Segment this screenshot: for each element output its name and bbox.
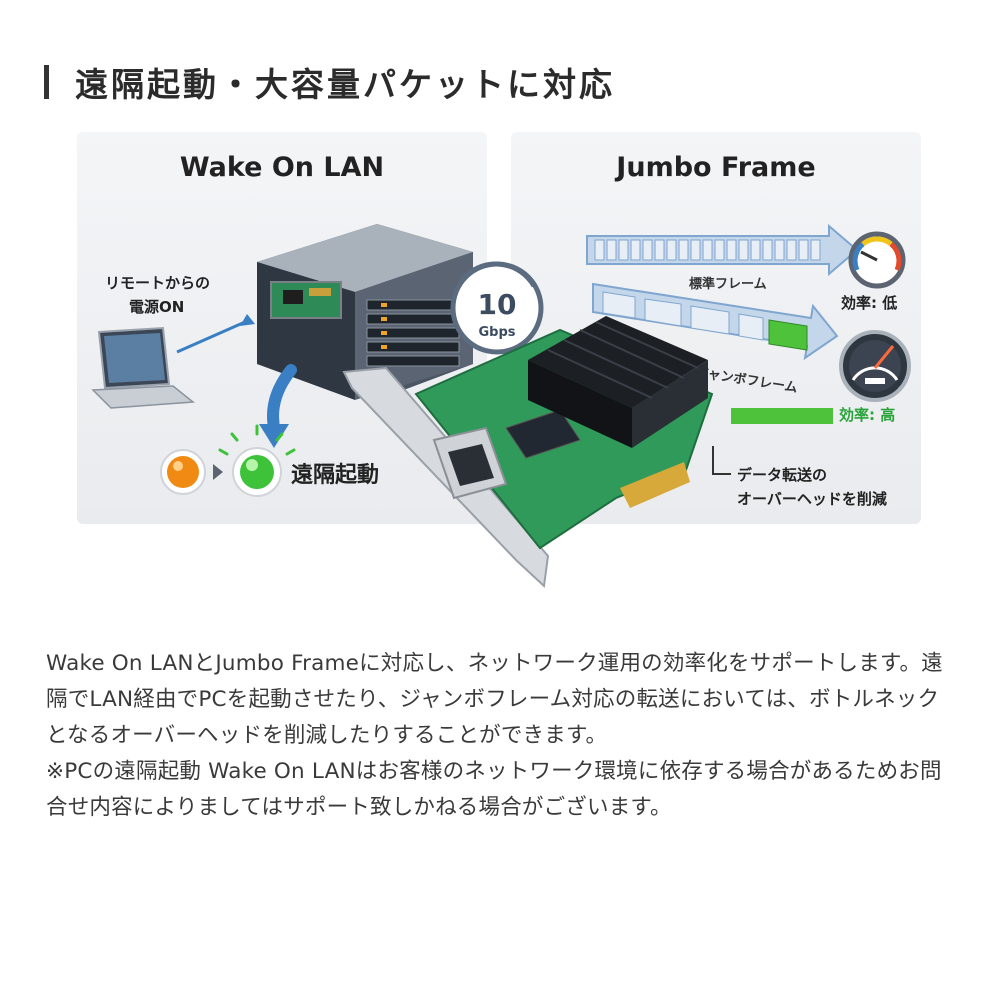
- description-paragraph: Wake On LANとJumbo Frameに対応し、ネットワーク運用の効率化…: [46, 651, 943, 748]
- overhead-line1: データ転送の: [737, 466, 827, 484]
- standard-frame-arrow-icon: [586, 223, 859, 277]
- efficiency-low-label: 効率: 低: [841, 294, 897, 312]
- card-chip: [505, 409, 581, 459]
- jumbo-title: Jumbo Frame: [616, 152, 816, 183]
- server-icon: [257, 224, 473, 400]
- led-off-icon: [160, 449, 206, 495]
- section-heading: 遠隔起動・大容量パケットに対応: [44, 58, 615, 106]
- led-on-icon: [218, 424, 296, 497]
- led-transition-arrow-icon: [213, 464, 223, 480]
- jumbo-frame-arrow-icon: [592, 282, 839, 361]
- standard-frame-label: 標準フレーム: [689, 276, 767, 292]
- wol-remote-line1: リモートからの: [105, 274, 210, 292]
- gauge-high-icon: [839, 330, 911, 402]
- ethernet-port-icon: [432, 426, 508, 500]
- network-card-illustration: 10 Gbps: [342, 261, 714, 589]
- laptop-icon: [91, 326, 195, 409]
- wake-signal-arrow-icon: [176, 320, 246, 354]
- heading-title: 遠隔起動・大容量パケットに対応: [75, 65, 615, 104]
- speed-badge: 10 Gbps: [450, 261, 544, 355]
- wol-wake-label: 遠隔起動: [291, 462, 379, 488]
- efficiency-high-label: 効率: 高: [839, 406, 895, 424]
- heading-accent-bar: [44, 65, 49, 99]
- gauge-low-icon: [848, 231, 906, 289]
- card-gold-fingers: [620, 462, 690, 508]
- efficiency-bar: [731, 408, 833, 424]
- description: Wake On LANとJumbo Frameに対応し、ネットワーク運用の効率化…: [46, 646, 958, 826]
- overhead-bracket: [712, 446, 731, 475]
- speed-badge-arrow-icon: [460, 261, 537, 288]
- speed-unit: Gbps: [478, 325, 515, 340]
- heatsink-icon: [528, 316, 708, 448]
- wol-remote-line2: 電源ON: [129, 298, 184, 316]
- description-note: ※PCの遠隔起動 Wake On LANはお客様のネットワーク環境に依存する場合…: [46, 759, 942, 820]
- wol-title: Wake On LAN: [179, 152, 385, 183]
- overhead-line2: オーバーヘッドを削減: [737, 490, 887, 508]
- speed-value: 10: [478, 288, 517, 321]
